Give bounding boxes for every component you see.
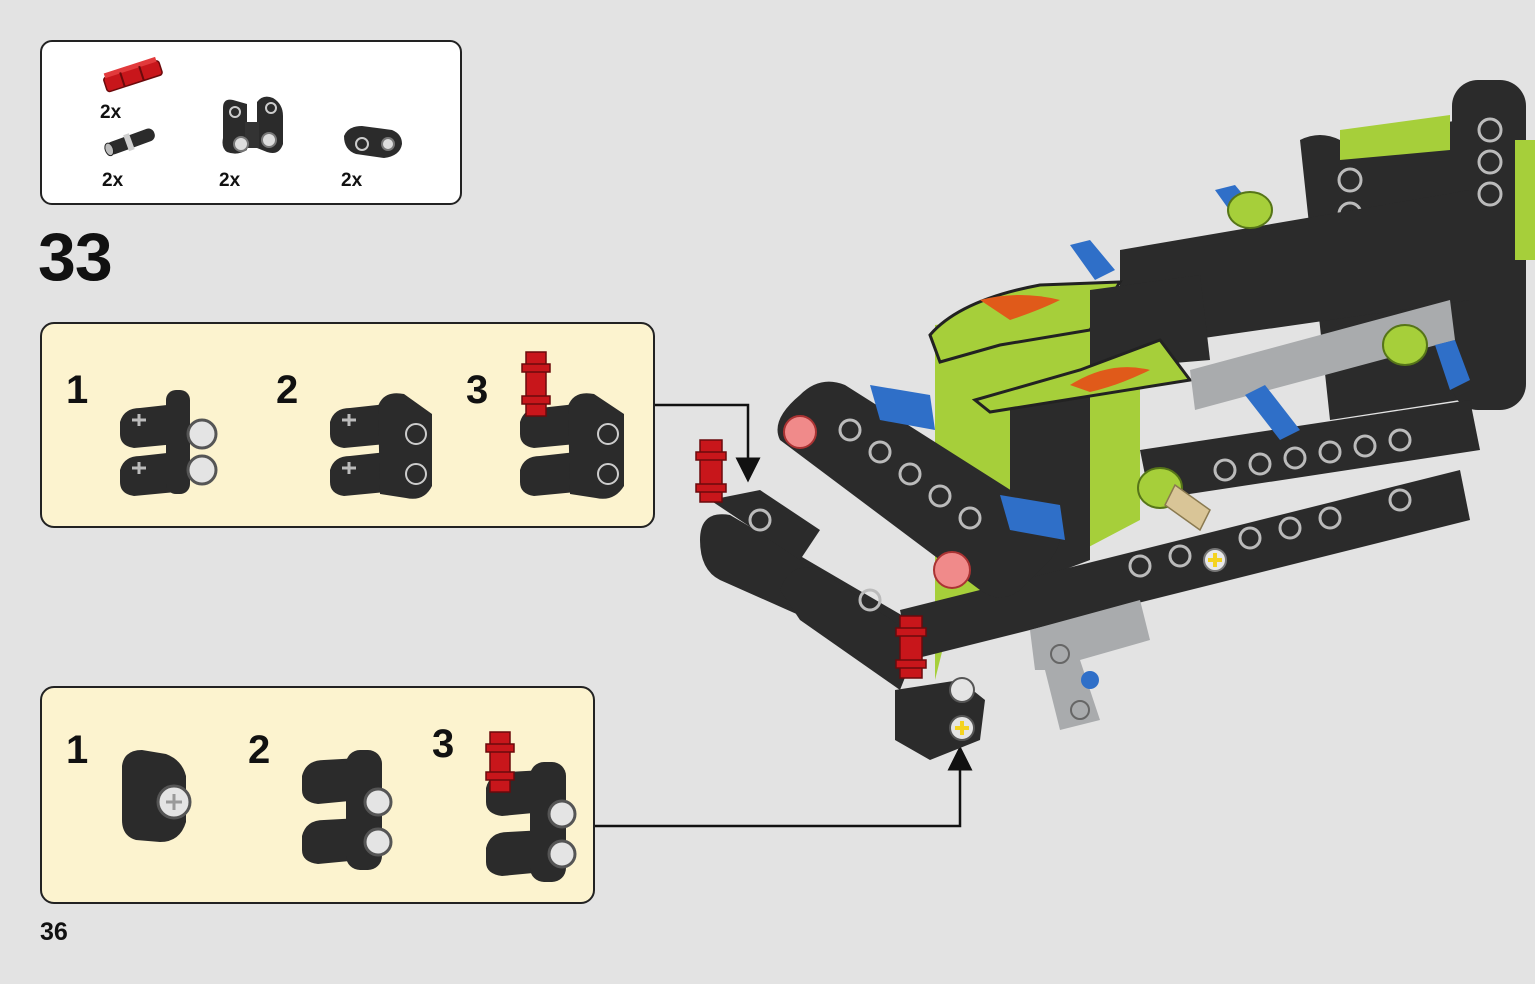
beam-2-quantity: 2x — [341, 170, 363, 191]
step-number: 33 — [38, 219, 113, 295]
substep-2-illustration — [330, 393, 432, 499]
subassembly-callout-bottom: 1 2 3 — [40, 686, 595, 904]
double-bent-beam-part-icon — [222, 96, 283, 154]
substep-2-illustration — [302, 750, 393, 870]
black-pin-part-icon — [104, 128, 155, 157]
substep-number: 3 — [432, 722, 455, 766]
subassembly-callout-top: 1 2 3 — [40, 322, 655, 528]
substep-number: 1 — [66, 368, 89, 412]
bottom-callout-arrow — [595, 745, 973, 828]
substep-number: 2 — [276, 368, 299, 412]
substep-number: 3 — [466, 368, 489, 412]
red-connector-bottom — [895, 615, 985, 760]
black-pin-quantity: 2x — [102, 170, 124, 191]
substep-3-illustration — [520, 351, 624, 499]
parts-list-box: 2x 2x 2x 2x — [40, 40, 462, 205]
red-connector-part-icon — [103, 56, 163, 93]
substep-1-illustration — [122, 750, 192, 842]
red-connector-top — [695, 439, 727, 503]
substep-3-illustration — [485, 731, 577, 882]
substep-1-illustration — [120, 390, 218, 496]
top-callout-arrow — [655, 403, 761, 483]
substep-number: 2 — [248, 728, 271, 772]
double-bent-beam-quantity: 2x — [219, 170, 241, 191]
red-connector-quantity: 2x — [100, 102, 122, 123]
substep-number: 1 — [66, 728, 89, 772]
page-number: 36 — [40, 918, 68, 946]
beam-2-part-icon — [344, 126, 402, 158]
